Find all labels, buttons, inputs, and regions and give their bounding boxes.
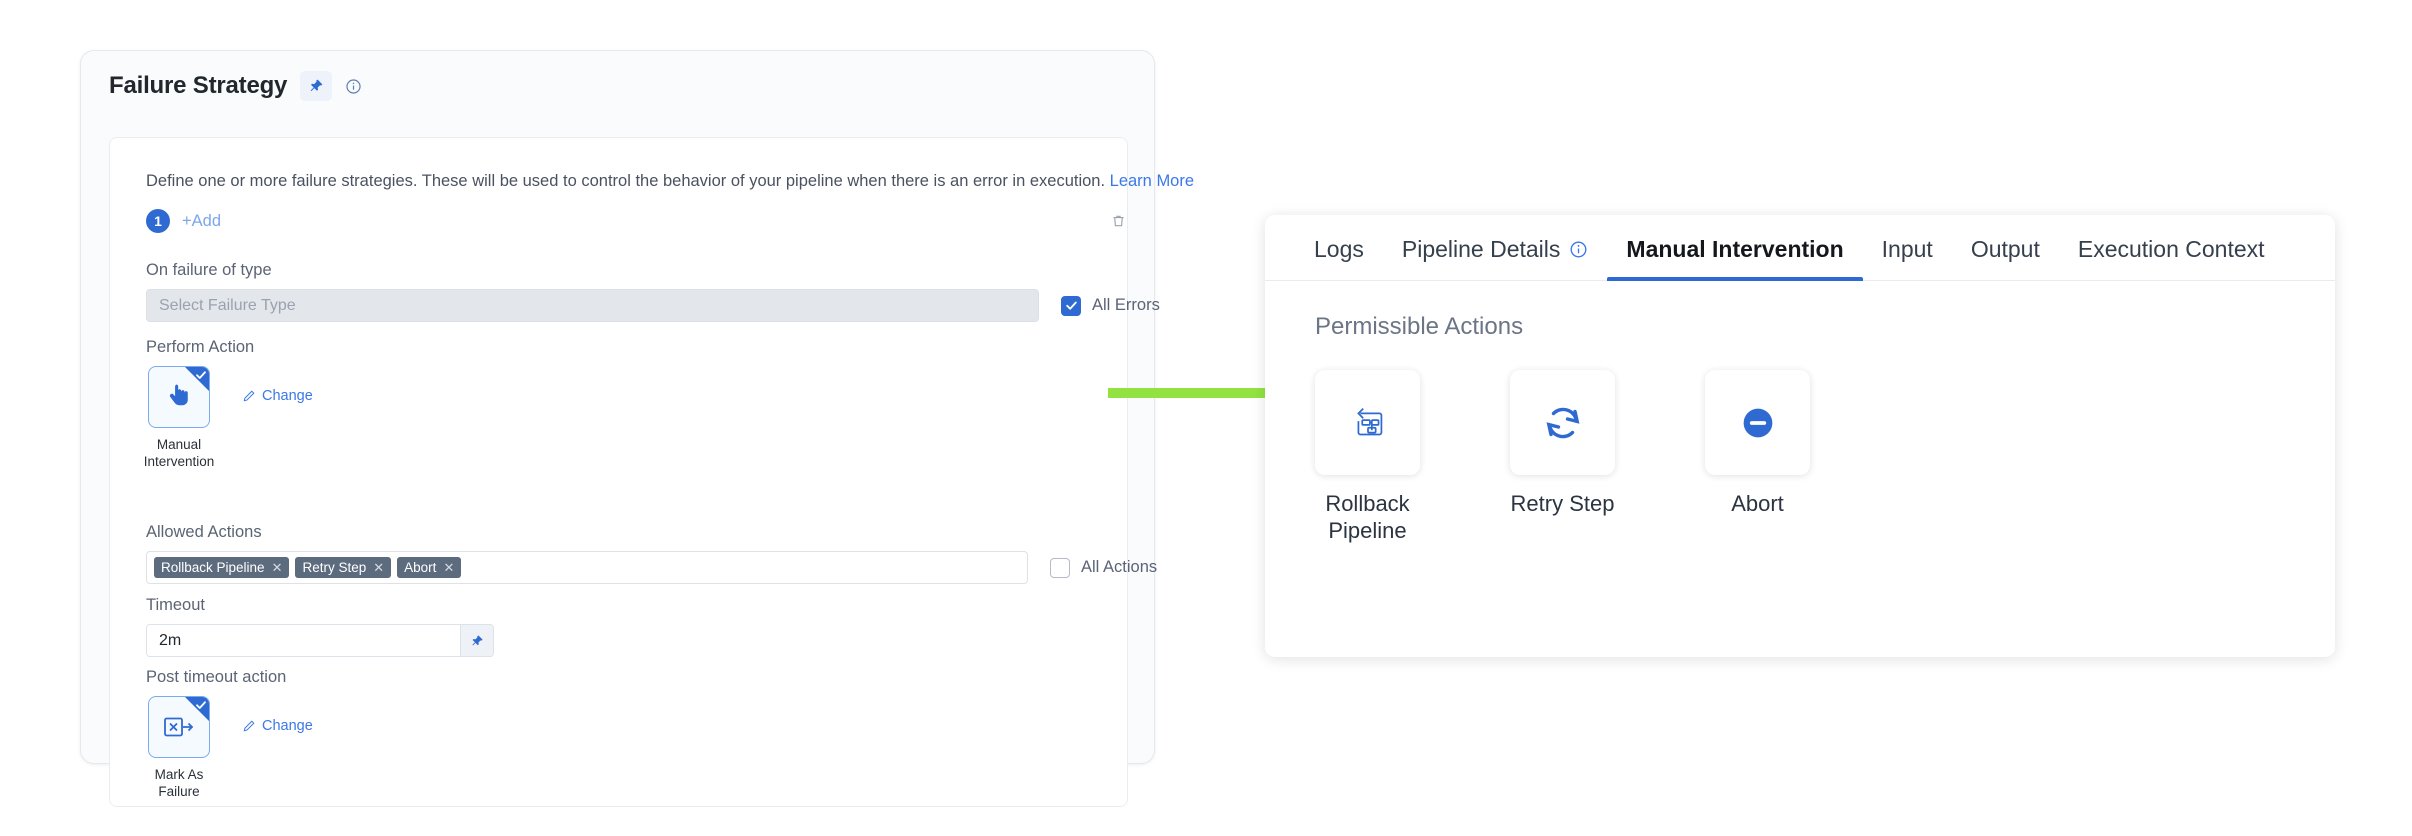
- post-timeout-action-section: Post timeout action: [146, 668, 313, 801]
- check-icon: [196, 701, 206, 709]
- all-errors-checkbox[interactable]: [1061, 295, 1081, 316]
- timeout-input[interactable]: [147, 625, 460, 656]
- permissible-action-abort[interactable]: Abort: [1705, 370, 1810, 545]
- check-icon: [196, 371, 206, 379]
- on-failure-of-type-label: On failure of type: [146, 261, 272, 279]
- failure-type-placeholder: Select Failure Type: [159, 296, 296, 314]
- failure-strategy-form: Define one or more failure strategies. T…: [109, 137, 1194, 807]
- tab-input[interactable]: Input: [1863, 236, 1952, 280]
- permissible-action-label: Rollback Pipeline: [1325, 491, 1410, 543]
- abort-button[interactable]: [1705, 370, 1810, 475]
- tab-logs[interactable]: Logs: [1295, 236, 1383, 280]
- change-label: Change: [262, 388, 313, 404]
- permissible-action-rollback-pipeline[interactable]: Rollback Pipeline: [1315, 370, 1420, 545]
- strategy-add-row: 1 +Add: [146, 208, 1131, 234]
- timeout-label: Timeout: [146, 596, 205, 614]
- perform-action-name: Manual Intervention: [143, 437, 215, 469]
- timeout-pin-icon[interactable]: [460, 625, 493, 656]
- timeout-section: Timeout: [146, 596, 494, 657]
- allowed-actions-label: Allowed Actions: [146, 523, 262, 541]
- pin-icon[interactable]: [300, 71, 333, 101]
- perform-action-card[interactable]: Manual Intervention: [143, 366, 215, 471]
- manual-intervention-card[interactable]: [148, 366, 210, 428]
- all-actions-checkbox[interactable]: [1050, 557, 1070, 578]
- trash-icon[interactable]: [1105, 208, 1131, 234]
- tab-bar: Logs Pipeline Details Manual Interventio…: [1265, 215, 2335, 281]
- hand-pointer-icon: [169, 384, 188, 406]
- permissible-action-label: Retry Step: [1510, 491, 1615, 516]
- chip-label: Retry Step: [302, 560, 367, 575]
- tab-label: Execution Context: [2077, 236, 2265, 262]
- tab-output[interactable]: Output: [1952, 236, 2059, 280]
- add-strategy-button[interactable]: +Add: [182, 211, 221, 230]
- info-circle-icon[interactable]: [1569, 240, 1588, 259]
- tab-label: Manual Intervention: [1626, 236, 1844, 262]
- mark-as-failure-card[interactable]: [148, 696, 210, 758]
- chip-label: Abort: [404, 560, 437, 575]
- post-timeout-action-label: Post timeout action: [146, 668, 287, 686]
- tab-manual-intervention[interactable]: Manual Intervention: [1607, 236, 1863, 281]
- tab-label: Input: [1881, 236, 1933, 262]
- form-description: Define one or more failure strategies. T…: [146, 170, 1194, 192]
- permissible-action-retry-step[interactable]: Retry Step: [1510, 370, 1615, 545]
- allowed-actions-section: Allowed Actions Rollback Pipeline ✕ Retr…: [146, 523, 1157, 584]
- tab-label: Output: [1970, 236, 2040, 262]
- change-post-timeout-action-button[interactable]: Change: [242, 718, 313, 734]
- page-title: Failure Strategy: [109, 72, 288, 99]
- retry-refresh-icon: [1546, 407, 1579, 438]
- abort-minus-circle-icon: [1743, 408, 1772, 437]
- change-label: Change: [262, 718, 313, 734]
- close-x-icon[interactable]: ✕: [443, 560, 455, 575]
- tab-label: Pipeline Details: [1401, 236, 1561, 262]
- allowed-actions-input[interactable]: Rollback Pipeline ✕ Retry Step ✕ Abort ✕: [146, 551, 1028, 584]
- execution-detail-panel: Logs Pipeline Details Manual Interventio…: [1265, 215, 2335, 657]
- learn-more-link[interactable]: Learn More: [1109, 172, 1195, 190]
- perform-action-section: Perform Action Manual Interventio: [143, 338, 313, 471]
- chip-label: Rollback Pipeline: [161, 560, 265, 575]
- permissible-actions-list: Rollback Pipeline Retry Step: [1315, 370, 1810, 545]
- info-circle-icon[interactable]: [345, 78, 362, 95]
- description-text: Define one or more failure strategies. T…: [146, 172, 1106, 190]
- panel-header: Failure Strategy: [81, 51, 1154, 115]
- failure-strategy-panel: Failure Strategy Define one or more fail…: [80, 50, 1194, 807]
- list-item[interactable]: Retry Step ✕: [295, 557, 392, 578]
- change-perform-action-button[interactable]: Change: [242, 388, 313, 404]
- pencil-icon: [243, 720, 255, 732]
- on-failure-of-type-section: On failure of type Select Failure Type A…: [146, 261, 1160, 322]
- post-timeout-action-name: Mark As Failure: [154, 767, 204, 799]
- pencil-icon: [243, 390, 255, 402]
- all-actions-checkbox-row[interactable]: All Actions: [1050, 557, 1158, 578]
- tab-pipeline-details[interactable]: Pipeline Details: [1383, 236, 1608, 280]
- all-errors-checkbox-row[interactable]: All Errors: [1061, 295, 1160, 316]
- close-x-icon[interactable]: ✕: [271, 560, 283, 575]
- timeout-field[interactable]: [146, 624, 494, 657]
- strategy-index-badge: 1: [146, 209, 170, 233]
- tab-label: Logs: [1314, 236, 1364, 262]
- permissible-actions-title: Permissible Actions: [1315, 313, 1524, 340]
- rollback-pipeline-button[interactable]: [1315, 370, 1420, 475]
- retry-step-button[interactable]: [1510, 370, 1615, 475]
- post-timeout-action-card[interactable]: Mark As Failure: [146, 696, 212, 801]
- selected-corner-badge: [185, 697, 209, 721]
- rollback-pipeline-icon: [1356, 407, 1382, 435]
- mark-as-failure-icon: [164, 717, 194, 737]
- all-errors-label: All Errors: [1092, 296, 1160, 314]
- list-item[interactable]: Rollback Pipeline ✕: [154, 557, 290, 578]
- list-item[interactable]: Abort ✕: [397, 557, 462, 578]
- permissible-action-label: Abort: [1731, 491, 1784, 516]
- selected-corner-badge: [185, 367, 209, 391]
- perform-action-label: Perform Action: [146, 338, 255, 356]
- failure-type-select[interactable]: Select Failure Type: [146, 289, 1039, 322]
- tab-execution-context[interactable]: Execution Context: [2059, 236, 2284, 280]
- close-x-icon[interactable]: ✕: [373, 560, 385, 575]
- all-actions-label: All Actions: [1081, 558, 1158, 576]
